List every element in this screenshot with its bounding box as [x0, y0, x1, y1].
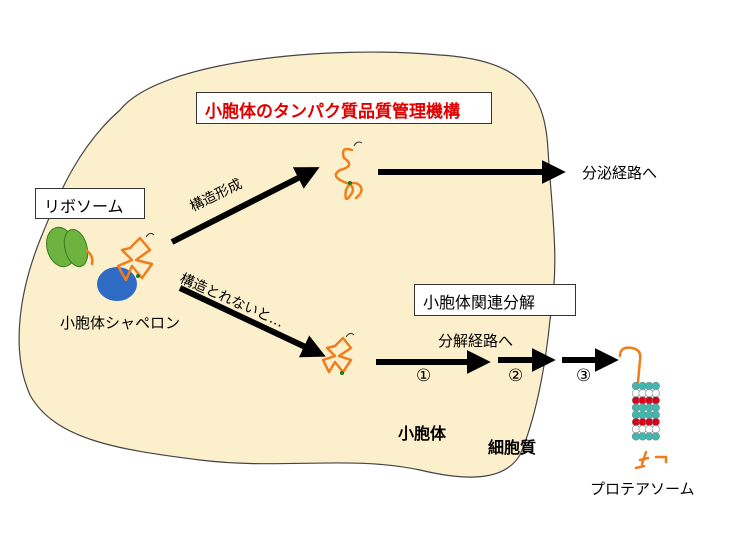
title-text: 小胞体のタンパク質品質管理機構: [205, 102, 460, 122]
proteasome-bead: [651, 417, 660, 427]
misfolded-protein-icon: [321, 332, 355, 375]
chaperone-icon: [97, 267, 137, 301]
substrate-chain: [618, 346, 642, 384]
er-membrane: [18, 51, 556, 478]
proteasome-icon: [631, 381, 660, 441]
ribosome-label: リボソーム: [44, 197, 124, 216]
proteasome-bead: [651, 396, 660, 405]
proteasome-bead: [651, 389, 660, 398]
ribosome-icon: [46, 226, 94, 268]
secretion-label: 分泌経路へ: [582, 164, 658, 182]
degraded-peptides-icon: [634, 450, 668, 470]
erad-label: 小胞体関連分解: [423, 293, 536, 312]
unfolded-protein-icon-chaperone: [116, 232, 155, 282]
step2-label: ②: [508, 366, 524, 386]
step3-label: ③: [576, 366, 592, 386]
step1-label: ①: [416, 366, 432, 386]
proteasome-bead: [651, 410, 660, 419]
ribosome-label-box: リボソーム: [35, 188, 145, 219]
proteasome-bead: [651, 425, 660, 434]
folding-arrow: [170, 167, 320, 245]
proteasome-label: プロテアソーム: [590, 480, 695, 498]
misfolding-arrow: [178, 285, 326, 358]
degradation-label: 分解経路へ: [438, 332, 514, 350]
proteasome-bead: [651, 432, 660, 441]
proteasome-bead: [651, 381, 660, 391]
proteasome-bead: [651, 403, 660, 412]
title-box: 小胞体のタンパク質品質管理機構: [196, 92, 492, 124]
cytoplasm-label: 細胞質: [488, 438, 537, 457]
er-label: 小胞体: [398, 424, 447, 443]
folded-protein-icon: [334, 141, 363, 201]
erad-label-box: 小胞体関連分解: [414, 284, 576, 316]
chaperone-label: 小胞体シャペロン: [60, 314, 181, 332]
